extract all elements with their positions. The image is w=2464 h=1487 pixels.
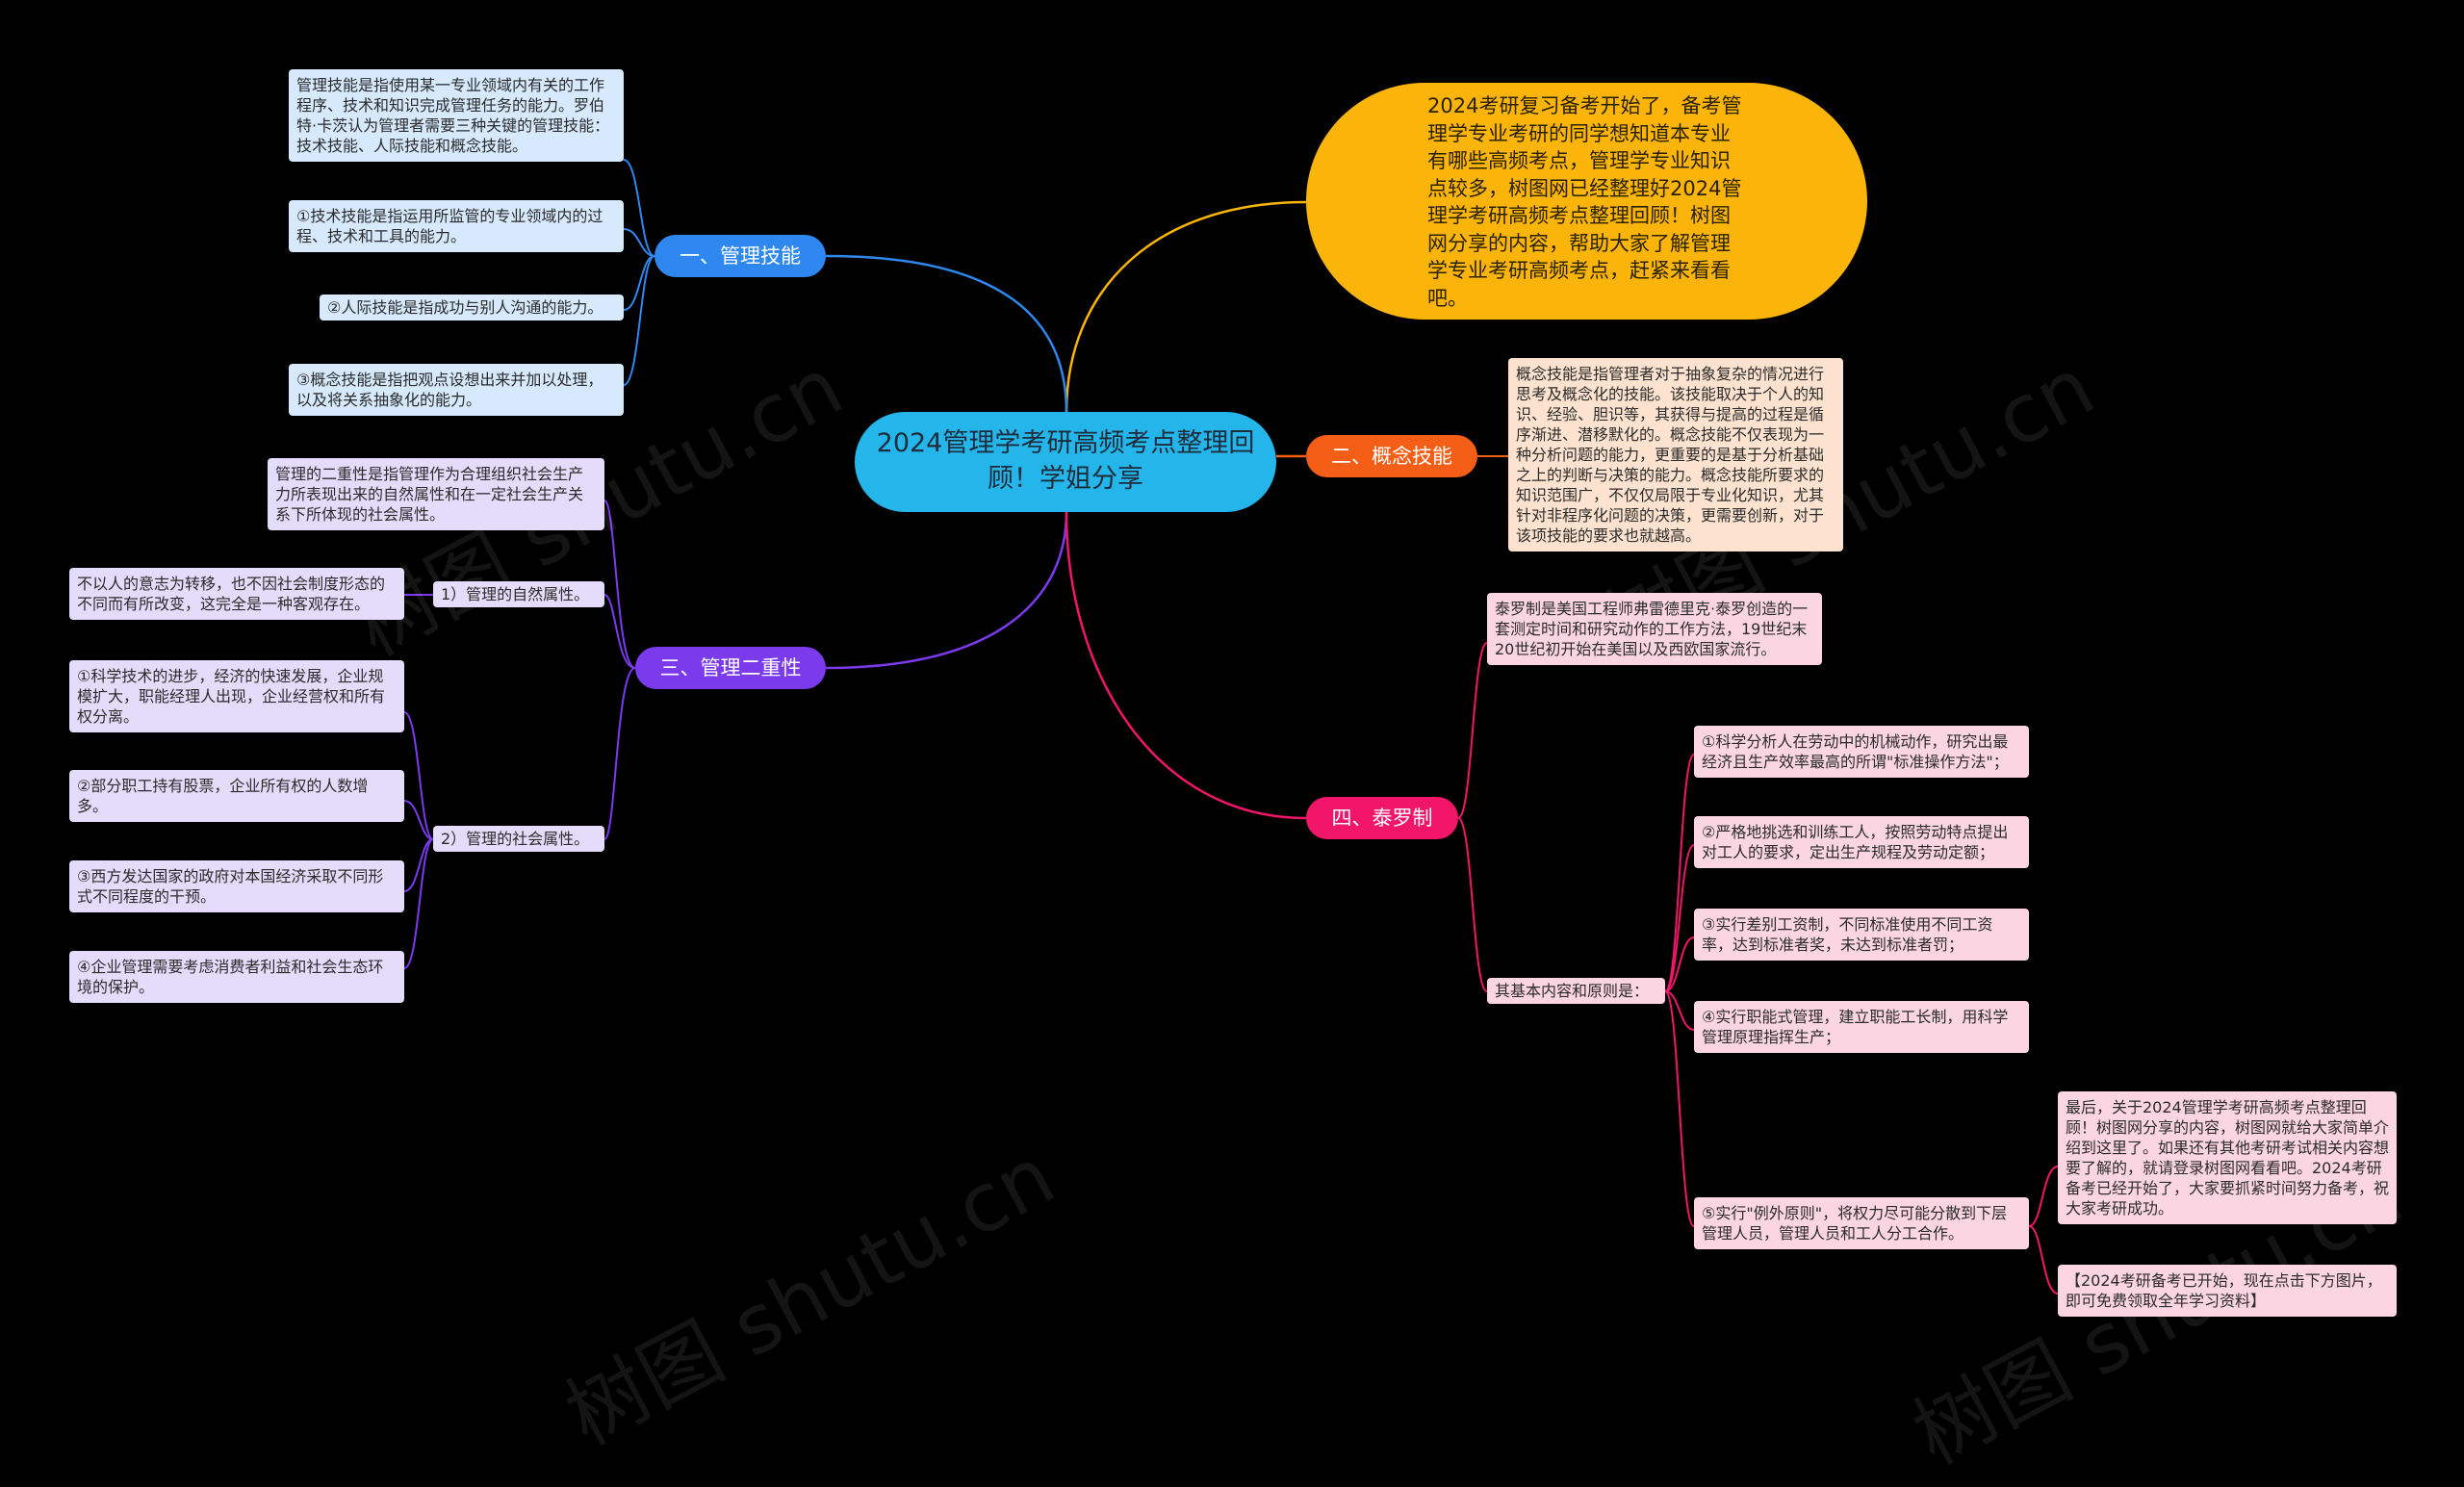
principles-node[interactable]: 其基本内容和原则是： — [1487, 978, 1665, 1004]
conceptual-skills-detail[interactable]: 概念技能是指管理者对于抽象复杂的情况进行思考及概念化的技能。该技能取决于个人的知… — [1508, 358, 1843, 551]
branch-management-duality[interactable]: 三、管理二重性 — [635, 647, 826, 689]
duality-definition[interactable]: 管理的二重性是指管理作为合理组织社会生产力所表现出来的自然属性和在一定社会生产关… — [268, 458, 604, 530]
connector-lines — [298, 159, 2059, 1295]
social-attribute-item[interactable]: ②部分职工持有股票，企业所有权的人数增多。 — [69, 770, 404, 822]
social-attribute-item[interactable]: ③西方发达国家的政府对本国经济采取不同形式不同程度的干预。 — [69, 860, 404, 912]
principle-item[interactable]: ①科学分析人在劳动中的机械动作，研究出最经济且生产效率最高的所谓"标准操作方法"… — [1694, 726, 2029, 778]
management-skills-definition[interactable]: 管理技能是指使用某一专业领域内有关的工作程序、技术和知识完成管理任务的能力。罗伯… — [289, 69, 624, 162]
principle-item[interactable]: ⑤实行"例外原则"，将权力尽可能分散到下层管理人员，管理人员和工人分工合作。 — [1694, 1197, 2029, 1249]
natural-attribute-detail[interactable]: 不以人的意志为转移，也不因社会制度形态的不同而有所改变，这完全是一种客观存在。 — [69, 568, 404, 620]
principle-item[interactable]: ②严格地挑选和训练工人，按照劳动特点提出对工人的要求，定出生产规程及劳动定额； — [1694, 816, 2029, 868]
interpersonal-skill-node[interactable]: ②人际技能是指成功与别人沟通的能力。 — [320, 295, 624, 320]
branch-taylor-system[interactable]: 四、泰罗制 — [1306, 797, 1458, 839]
social-attribute-item[interactable]: ④企业管理需要考虑消费者利益和社会生态环境的保护。 — [69, 951, 404, 1003]
principle-item[interactable]: ③实行差别工资制，不同标准使用不同工资率，达到标准者奖，未达到标准者罚； — [1694, 909, 2029, 961]
principle-item[interactable]: ④实行职能式管理，建立职能工长制，用科学管理原理指挥生产； — [1694, 1001, 2029, 1053]
taylor-definition[interactable]: 泰罗制是美国工程师弗雷德里克·泰罗创造的一套测定时间和研究动作的工作方法，19世… — [1487, 593, 1822, 665]
natural-attribute-node[interactable]: 1）管理的自然属性。 — [433, 581, 604, 607]
branch-conceptual-skills[interactable]: 二、概念技能 — [1306, 435, 1477, 477]
intro-node[interactable]: 2024考研复习备考开始了，备考管理学专业考研的同学想知道本专业有哪些高频考点，… — [1306, 83, 1867, 320]
closing-note[interactable]: 最后，关于2024管理学考研高频考点整理回顾！树图网分享的内容，树图网就给大家简… — [2058, 1091, 2397, 1224]
root-node[interactable]: 2024管理学考研高频考点整理回顾！学姐分享 — [855, 412, 1276, 512]
branch-management-skills[interactable]: 一、管理技能 — [654, 235, 826, 277]
promo-note[interactable]: 【2024考研备考已开始，现在点击下方图片，即可免费领取全年学习资料】 — [2058, 1265, 2397, 1317]
conceptual-skill-node[interactable]: ③概念技能是指把观点设想出来并加以处理，以及将关系抽象化的能力。 — [289, 364, 624, 416]
technical-skill-node[interactable]: ①技术技能是指运用所监管的专业领域内的过程、技术和工具的能力。 — [289, 200, 624, 252]
social-attribute-node[interactable]: 2）管理的社会属性。 — [433, 826, 604, 852]
social-attribute-item[interactable]: ①科学技术的进步，经济的快速发展，企业规模扩大，职能经理人出现，企业经营权和所有… — [69, 660, 404, 732]
